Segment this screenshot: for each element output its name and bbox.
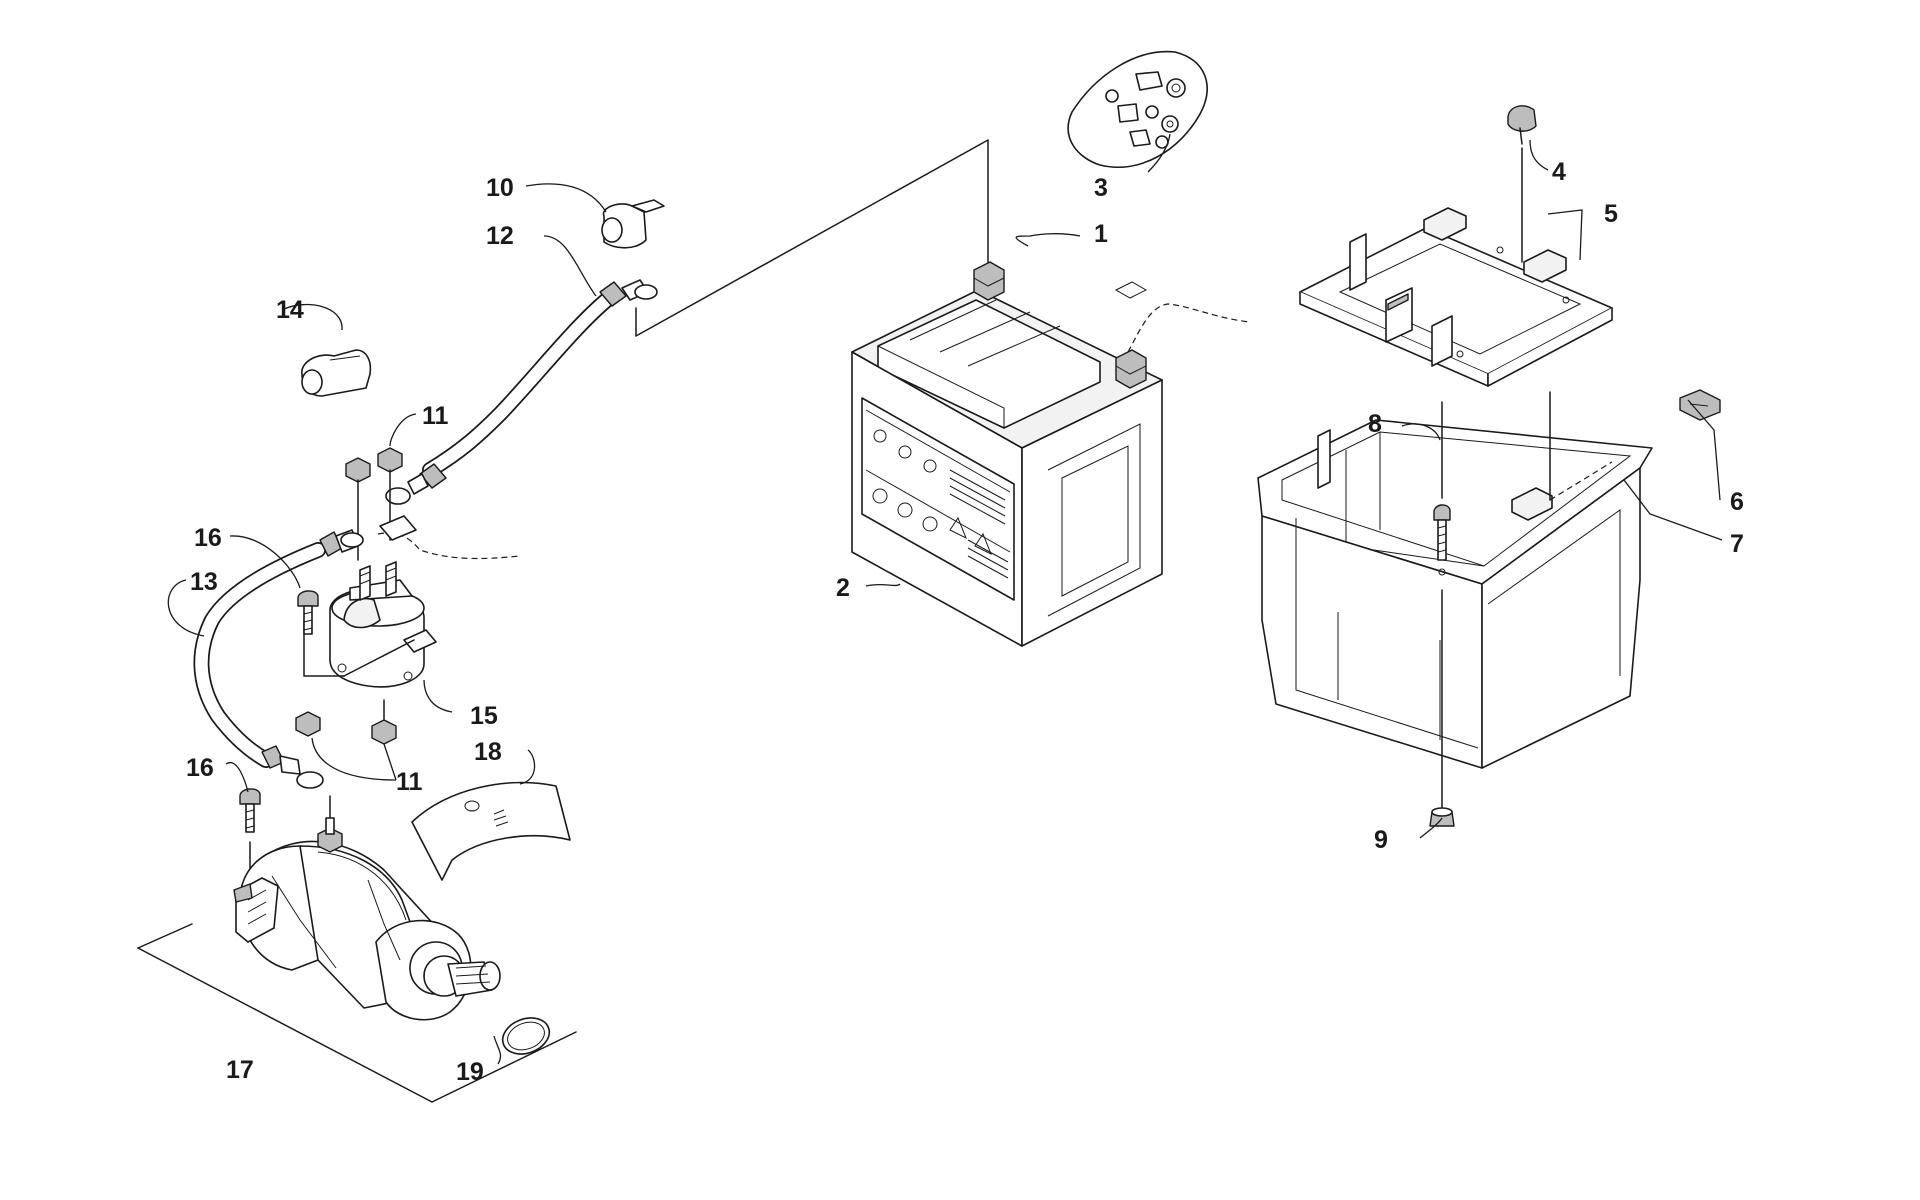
callout-6: 6 — [1730, 488, 1744, 516]
bolts — [239, 590, 319, 875]
callout-16-top: 16 — [194, 524, 222, 552]
starter-solenoid — [303, 515, 521, 688]
leader-lines — [167, 133, 1723, 1065]
callout-17: 17 — [226, 1056, 254, 1084]
nuts — [295, 447, 403, 745]
callout-7: 7 — [1730, 530, 1744, 558]
battery-box — [1257, 389, 1721, 827]
callout-11-top: 11 — [422, 402, 449, 430]
callout-1: 1 — [1094, 220, 1108, 248]
callout-8: 8 — [1368, 410, 1382, 438]
battery — [851, 261, 1251, 647]
starter-cable — [193, 529, 364, 789]
callout-13: 13 — [190, 568, 218, 596]
hold-down-plate — [1299, 105, 1613, 387]
starter-motor — [137, 795, 577, 1103]
callout-16-bottom: 16 — [186, 754, 214, 782]
callout-18: 18 — [474, 738, 502, 766]
terminal-boot — [301, 349, 372, 397]
callout-9: 9 — [1374, 826, 1388, 854]
callout-12: 12 — [486, 222, 514, 250]
heat-shield — [411, 781, 571, 881]
callout-19: 19 — [456, 1058, 484, 1086]
callout-3: 3 — [1094, 174, 1108, 202]
callout-4: 4 — [1552, 158, 1566, 186]
callout-14: 14 — [276, 296, 304, 324]
callout-5: 5 — [1604, 200, 1618, 228]
assembly-lines — [635, 139, 989, 337]
callout-labels: 1 2 3 4 5 6 7 8 9 10 11 11 12 13 14 15 1… — [186, 158, 1744, 1086]
positive-cable — [385, 199, 665, 505]
callout-15: 15 — [470, 702, 498, 730]
hardware-kit — [1067, 50, 1208, 168]
callout-10: 10 — [486, 174, 514, 202]
callout-2: 2 — [836, 574, 850, 602]
callout-11-bottom: 11 — [396, 768, 423, 796]
